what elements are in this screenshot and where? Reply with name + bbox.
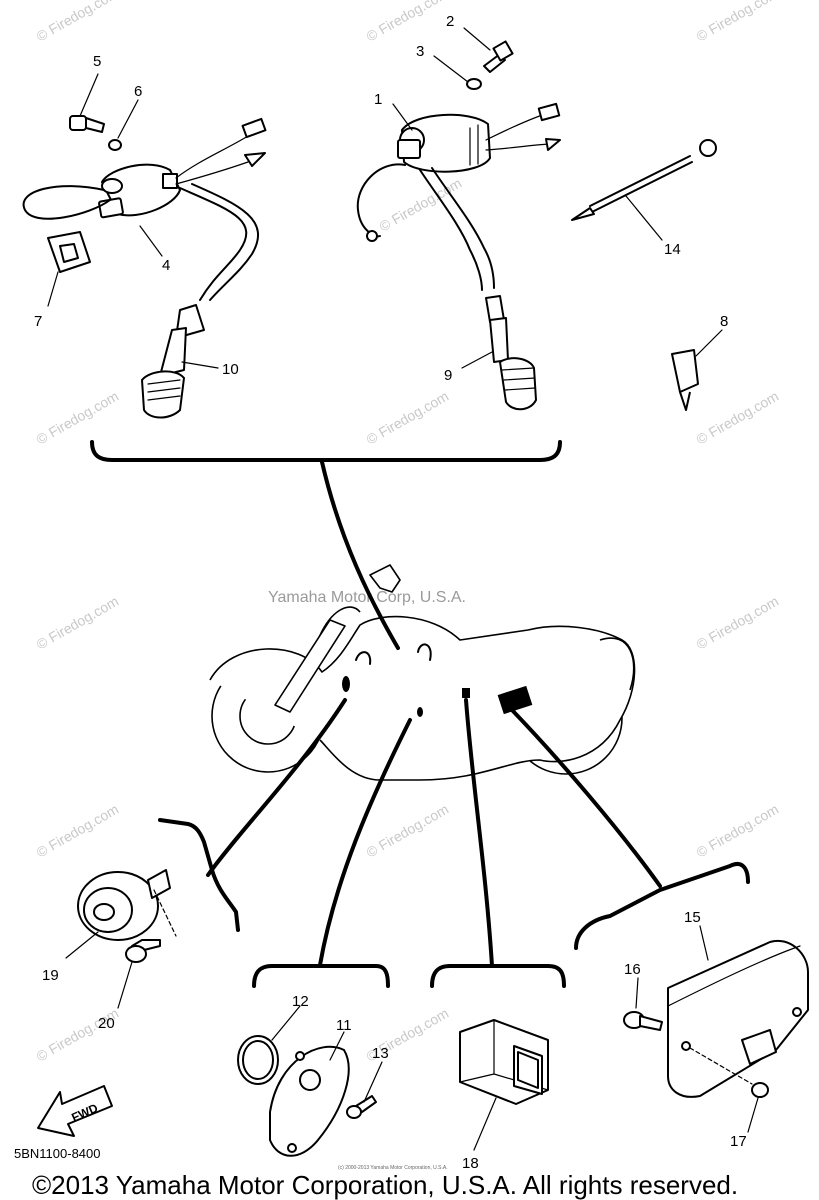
watermark: © Firedog.com	[377, 175, 465, 235]
fwd-arrow: FWD	[37, 1085, 113, 1137]
ignition-coil-right	[356, 102, 561, 411]
collar-17	[751, 1082, 769, 1098]
callout-13: 13	[372, 1045, 389, 1062]
callout-18: 18	[462, 1155, 479, 1172]
watermark: © Firedog.com	[364, 0, 452, 45]
center-credit: Yamaha Motor Corp, U.S.A.	[268, 589, 466, 606]
callout-16: 16	[624, 961, 641, 978]
diagram-part-number: 5BN1100-8400	[14, 1146, 101, 1161]
screw-13	[346, 1095, 377, 1119]
sensor-bracket	[252, 964, 390, 988]
watermark: © Firedog.com	[34, 388, 122, 448]
bike-marker	[342, 676, 350, 692]
watermark: © Firedog.com	[34, 1005, 122, 1065]
washer-6	[108, 139, 122, 151]
bike-marker	[355, 651, 372, 665]
bike-marker	[497, 685, 533, 715]
watermark: © Firedog.com	[364, 801, 452, 861]
clip-7	[47, 231, 91, 273]
watermark: © Firedog.com	[34, 593, 122, 653]
watermark: © Firedog.com	[34, 801, 122, 861]
copyright-footer: ©2013 Yamaha Motor Corporation, U.S.A. A…	[32, 1170, 738, 1200]
bolt-20	[125, 939, 161, 963]
watermark: © Firedog.com	[694, 801, 782, 861]
horn-bracket	[158, 818, 240, 932]
leader-sensor	[318, 718, 412, 967]
relay-18	[459, 1019, 549, 1105]
cdi-bracket	[574, 862, 750, 950]
callout-5: 5	[93, 53, 101, 70]
callout-8: 8	[720, 313, 728, 330]
callout-leaders	[47, 27, 759, 1151]
bolt-5	[69, 115, 105, 133]
leader-top	[320, 460, 400, 650]
callout-1: 1	[374, 91, 382, 108]
leader-relay	[464, 698, 494, 968]
lead-wire-14	[571, 139, 717, 221]
bike-marker	[462, 688, 470, 698]
clip-8	[671, 349, 699, 411]
callout-15: 15	[684, 909, 701, 926]
callout-17: 17	[730, 1133, 747, 1150]
horn-19	[77, 869, 177, 941]
callout-7: 7	[34, 313, 42, 330]
sensor-11	[269, 1045, 350, 1157]
motorcycle-outline	[209, 564, 636, 781]
relay-bracket	[430, 964, 566, 988]
top-group-bracket	[90, 440, 562, 462]
o-ring-12-inner	[242, 1040, 274, 1080]
leader-horn	[206, 698, 347, 877]
screw-2	[483, 40, 514, 73]
callout-9: 9	[444, 367, 452, 384]
washer-3	[466, 78, 482, 90]
callout-10: 10	[222, 361, 239, 378]
bike-marker	[417, 643, 432, 661]
callout-6: 6	[134, 83, 142, 100]
watermark: © Firedog.com	[694, 388, 782, 448]
callout-14: 14	[664, 241, 681, 258]
callout-numbers: 1 2 3 4 5 6 7 8 9 10 11 12 13 14 15 16 1…	[34, 13, 747, 1172]
leader-cdi	[510, 708, 662, 888]
callout-19: 19	[42, 967, 59, 984]
callout-2: 2	[446, 13, 454, 30]
callout-4: 4	[162, 257, 170, 274]
tiny-credit: (c) 2000-2013 Yamaha Motor Corporation, …	[338, 1165, 448, 1171]
ignition-coil-left	[22, 117, 267, 419]
bolt-16	[623, 1011, 663, 1031]
callout-12: 12	[292, 993, 309, 1010]
bike-marker	[417, 707, 423, 717]
watermark: © Firedog.com	[694, 593, 782, 653]
watermark: © Firedog.com	[34, 0, 122, 45]
callout-3: 3	[416, 43, 424, 60]
callout-20: 20	[98, 1015, 115, 1032]
watermark: © Firedog.com	[364, 388, 452, 448]
watermark: © Firedog.com	[694, 0, 782, 45]
callout-11: 11	[336, 1017, 352, 1034]
cdi-unit-15	[667, 939, 809, 1098]
